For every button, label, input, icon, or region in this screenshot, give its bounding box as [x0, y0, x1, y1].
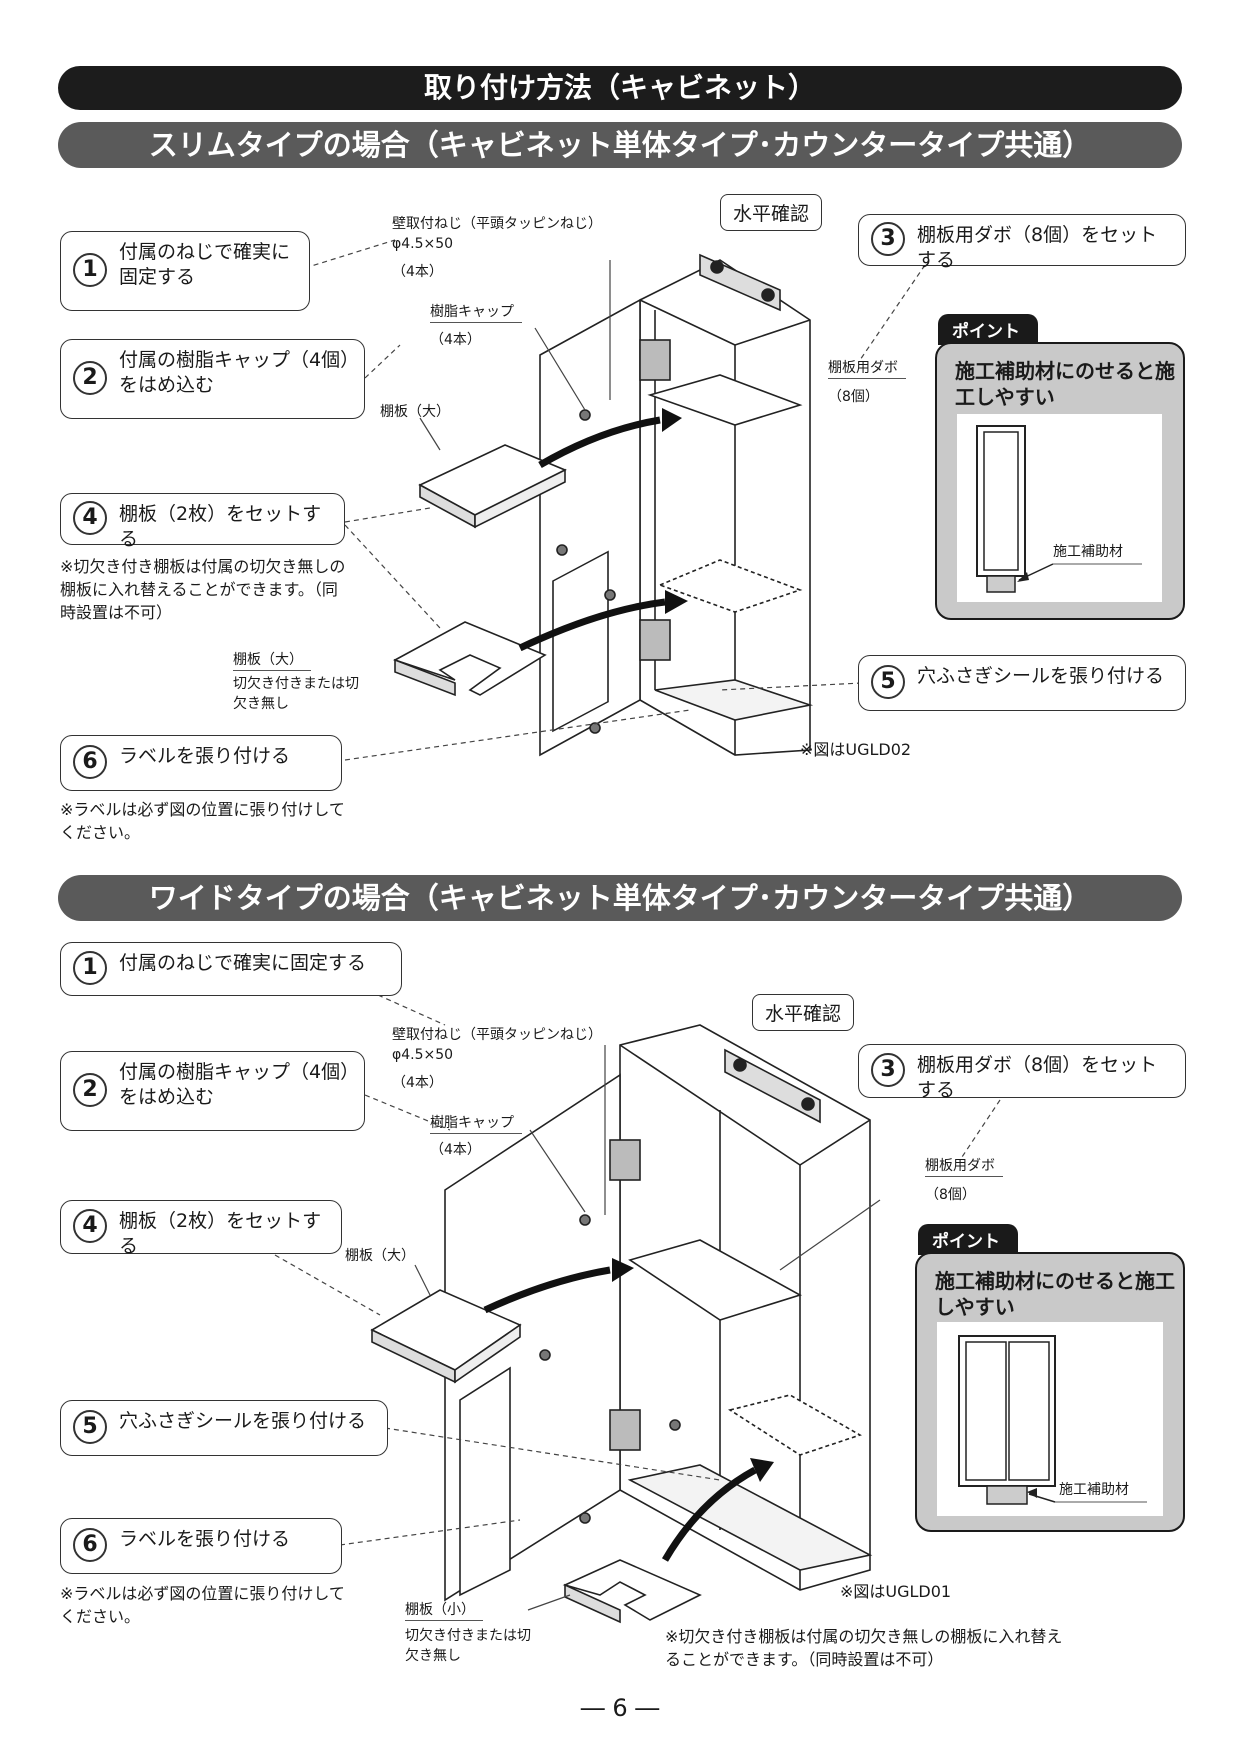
- step-text: 付属の樹脂キャップ（4個）をはめ込む: [119, 349, 350, 396]
- step-text: 棚板用ダボ（8個）をセットする: [917, 224, 1158, 271]
- wide-level-check: 水平確認: [752, 994, 855, 1031]
- step-number: 2: [73, 361, 107, 395]
- step-text: 付属のねじで確実に固定する: [119, 952, 367, 974]
- slim-figure-note: ※図はUGLD02: [800, 740, 912, 759]
- slim-step-5: 5 穴ふさぎシールを張り付ける: [858, 655, 1186, 711]
- slim-point-box: 施工補助材にのせると施工しやすい 施工補助材: [935, 342, 1185, 620]
- step-text: 棚板（2枚）をセットする: [119, 1210, 322, 1257]
- wide-step-4: 4 棚板（2枚）をセットする: [60, 1200, 342, 1257]
- wide-step-1: 1 付属のねじで確実に固定する: [60, 942, 402, 996]
- wide-dowel-qty: （8個）: [925, 1187, 976, 1203]
- step-text: 棚板（2枚）をセットする: [119, 503, 322, 550]
- slim-step-1: 1 付属のねじで確実に固定する: [60, 231, 310, 311]
- slim-screw-qty: （4本）: [392, 264, 443, 280]
- step-text: ラベルを張り付ける: [119, 1528, 291, 1550]
- slim-step-6: 6 ラベルを張り付ける: [60, 735, 342, 791]
- slim-level-check: 水平確認: [720, 194, 823, 231]
- slim-aux-label: 施工補助材: [1053, 544, 1123, 560]
- wide-shelf-small-label: 棚板（小）: [405, 1600, 483, 1621]
- wide-step-3: 3 棚板用ダボ（8個）をセットする: [858, 1044, 1186, 1101]
- wide-shelf-note: ※切欠き付き棚板は付属の切欠き無しの棚板に入れ替えることができます。（同時設置は…: [665, 1627, 1063, 1669]
- wide-label-note: ※ラベルは必ず図の位置に張り付けしてください。: [60, 1584, 345, 1626]
- wide-step-6: 6 ラベルを張り付ける: [60, 1518, 342, 1574]
- step-text: ラベルを張り付ける: [119, 745, 291, 767]
- step-number: 6: [73, 745, 107, 779]
- wide-point-box: 施工補助材にのせると施工しやすい 施工補助材: [915, 1252, 1185, 1532]
- slim-step-2: 2 付属の樹脂キャップ（4個）をはめ込む: [60, 339, 365, 419]
- slim-shelf-large2-label: 棚板（大）: [233, 650, 311, 671]
- wide-cap-qty: （4本）: [430, 1142, 481, 1158]
- slim-shelf-large-label: 棚板（大）: [380, 404, 450, 420]
- slim-aux-illustration: [976, 425, 1142, 593]
- wide-figure-note: ※図はUGLD01: [840, 1582, 952, 1601]
- wide-point-image: 施工補助材: [937, 1322, 1163, 1516]
- slim-section-heading: スリムタイプの場合（キャビネット単体タイプ･カウンタータイプ共通）: [58, 122, 1182, 168]
- slim-point-tab: ポイント: [938, 314, 1038, 345]
- wide-step-5: 5 穴ふさぎシールを張り付ける: [60, 1400, 388, 1456]
- wide-notch-label: 切欠き付きまたは切欠き無し: [405, 1628, 531, 1664]
- slim-point-text: 施工補助材にのせると施工しやすい: [955, 359, 1175, 409]
- step-number: 1: [73, 951, 107, 985]
- step-text: 棚板用ダボ（8個）をセットする: [917, 1054, 1158, 1101]
- slim-notch-label: 切欠き付きまたは切欠き無し: [233, 676, 359, 712]
- step-number: 1: [73, 253, 107, 287]
- page-number: ― 6 ―: [580, 1694, 660, 1722]
- slim-step-3: 3 棚板用ダボ（8個）をセットする: [858, 214, 1186, 271]
- wide-cap-label: 樹脂キャップ: [430, 1113, 522, 1134]
- wide-dowel-label: 棚板用ダボ: [925, 1156, 1003, 1177]
- slim-shelf-note: ※切欠き付き棚板は付属の切欠き無しの棚板に入れ替えることができます。（同時設置は…: [60, 557, 346, 622]
- wide-section-heading: ワイドタイプの場合（キャビネット単体タイプ･カウンタータイプ共通）: [58, 875, 1182, 921]
- step-number: 4: [73, 501, 107, 535]
- slim-dowel-label: 棚板用ダボ: [828, 358, 906, 379]
- slim-screw-label: 壁取付ねじ（平頭タッピンねじ）: [392, 216, 602, 232]
- slim-step-4: 4 棚板（2枚）をセットする: [60, 493, 345, 550]
- slim-screw-size: φ4.5×50: [392, 236, 454, 252]
- wide-screw-label: 壁取付ねじ（平頭タッピンねじ）: [392, 1027, 602, 1043]
- step-text: 付属のねじで確実に固定する: [119, 241, 291, 288]
- wide-screw-size: φ4.5×50: [392, 1047, 454, 1063]
- wide-screw-qty: （4本）: [392, 1075, 443, 1091]
- step-number: 6: [73, 1528, 107, 1562]
- step-text: 穴ふさぎシールを張り付ける: [119, 1410, 367, 1432]
- slim-label-note: ※ラベルは必ず図の位置に張り付けしてください。: [60, 800, 345, 842]
- step-number: 2: [73, 1073, 107, 1107]
- step-number: 4: [73, 1209, 107, 1243]
- slim-point-image: 施工補助材: [957, 414, 1162, 602]
- wide-point-tab: ポイント: [918, 1224, 1018, 1255]
- step-text: 付属の樹脂キャップ（4個）をはめ込む: [119, 1061, 350, 1108]
- wide-aux-illustration: [958, 1335, 1147, 1505]
- step-number: 3: [871, 1053, 905, 1087]
- slim-dowel-qty: （8個）: [828, 389, 879, 405]
- wide-aux-label: 施工補助材: [1059, 1482, 1129, 1498]
- wide-shelf-large-label: 棚板（大）: [345, 1248, 415, 1264]
- slim-cap-label: 樹脂キャップ: [430, 302, 522, 323]
- step-text: 穴ふさぎシールを張り付ける: [917, 665, 1165, 687]
- step-number: 3: [871, 222, 905, 256]
- wide-point-text: 施工補助材にのせると施工しやすい: [935, 1269, 1175, 1319]
- step-number: 5: [73, 1410, 107, 1444]
- slim-cap-qty: （4本）: [430, 332, 481, 348]
- wide-step-2: 2 付属の樹脂キャップ（4個）をはめ込む: [60, 1051, 365, 1131]
- step-number: 5: [871, 665, 905, 699]
- page-title: 取り付け方法（キャビネット）: [58, 66, 1182, 110]
